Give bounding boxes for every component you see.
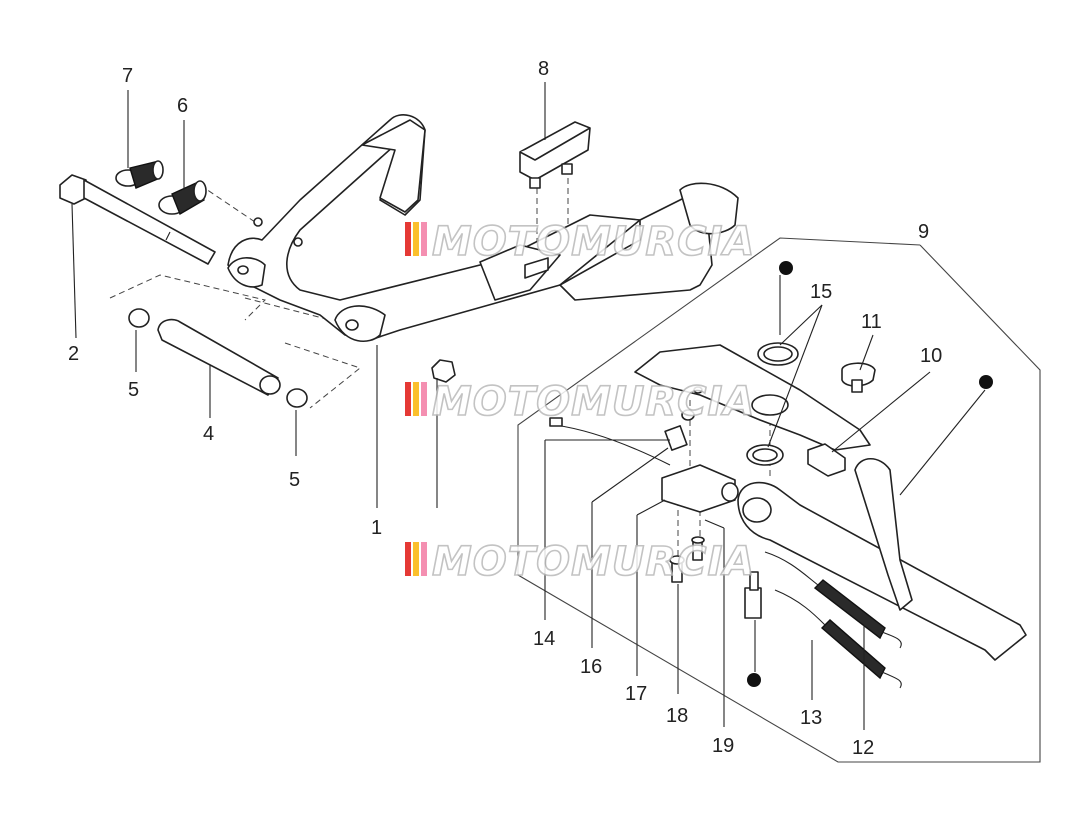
callout-12: 12: [852, 737, 874, 759]
bracket-plate: [634, 344, 871, 451]
dot-3: [747, 673, 761, 687]
callout-18: 18: [666, 705, 688, 727]
callout-6: 6: [177, 95, 188, 117]
callout-1: 1: [371, 517, 382, 539]
screw-part-19: [691, 536, 705, 561]
switch-part-16: [664, 409, 695, 451]
callout-13: 13: [800, 707, 822, 729]
callout-10: 10: [920, 345, 942, 367]
watermark-1: MOTOMURCIA: [405, 218, 755, 266]
bolt-part-2: [59, 174, 216, 265]
nut: [431, 359, 456, 383]
callout-5a: 5: [128, 379, 139, 401]
circlip-part-5a: [128, 308, 150, 328]
callout-5b: 5: [289, 469, 300, 491]
callout-17: 17: [625, 683, 647, 705]
callout-14: 14: [533, 628, 555, 650]
dot-2: [979, 375, 993, 389]
spring-part-6: [158, 180, 207, 216]
callout-7: 7: [122, 65, 133, 87]
callout-11: 11: [861, 311, 882, 333]
callout-2: 2: [68, 343, 79, 365]
circlip-part-5b: [286, 388, 308, 408]
bump-stop-part-11: [841, 362, 876, 393]
side-stand-arm: [737, 457, 1027, 661]
foot-lever: [559, 182, 739, 301]
spring-part-12: [764, 551, 902, 649]
rubber-block-part-10: [807, 443, 846, 477]
clamp-part-17: [661, 464, 739, 513]
reference-dots: [747, 261, 993, 687]
leader-lines: [71, 82, 986, 730]
watermark-2: MOTOMURCIA: [405, 378, 755, 426]
watermark-text-3: MOTOMURCIA: [432, 539, 755, 585]
washer-part-15b: [746, 444, 784, 466]
rubber-pad-part-8: [519, 121, 591, 189]
watermark-3: MOTOMURCIA: [405, 538, 755, 586]
spring-part-13: [774, 589, 902, 689]
callout-4: 4: [203, 423, 214, 445]
dot-1: [779, 261, 793, 275]
watermark-text-2: MOTOMURCIA: [432, 379, 755, 425]
screw-part-18: [669, 555, 685, 583]
callout-16: 16: [580, 656, 602, 678]
callout-9: 9: [918, 221, 929, 243]
washer-part-15a: [757, 342, 799, 366]
callout-8: 8: [538, 58, 549, 80]
sensor-cable-part-14: [549, 417, 671, 466]
callout-labels: 7 6 8 2 5 4 5 1 9 15 11 10 14 16 17 18 1…: [68, 58, 942, 759]
pin-part-4: [157, 318, 281, 396]
callout-19: 19: [712, 735, 734, 757]
bolt-kit-9: [744, 571, 762, 619]
stand-frame-part-1: [227, 114, 641, 342]
spring-part-7: [115, 160, 164, 189]
watermark-text-1: MOTOMURCIA: [432, 219, 755, 265]
callout-15: 15: [810, 281, 832, 303]
